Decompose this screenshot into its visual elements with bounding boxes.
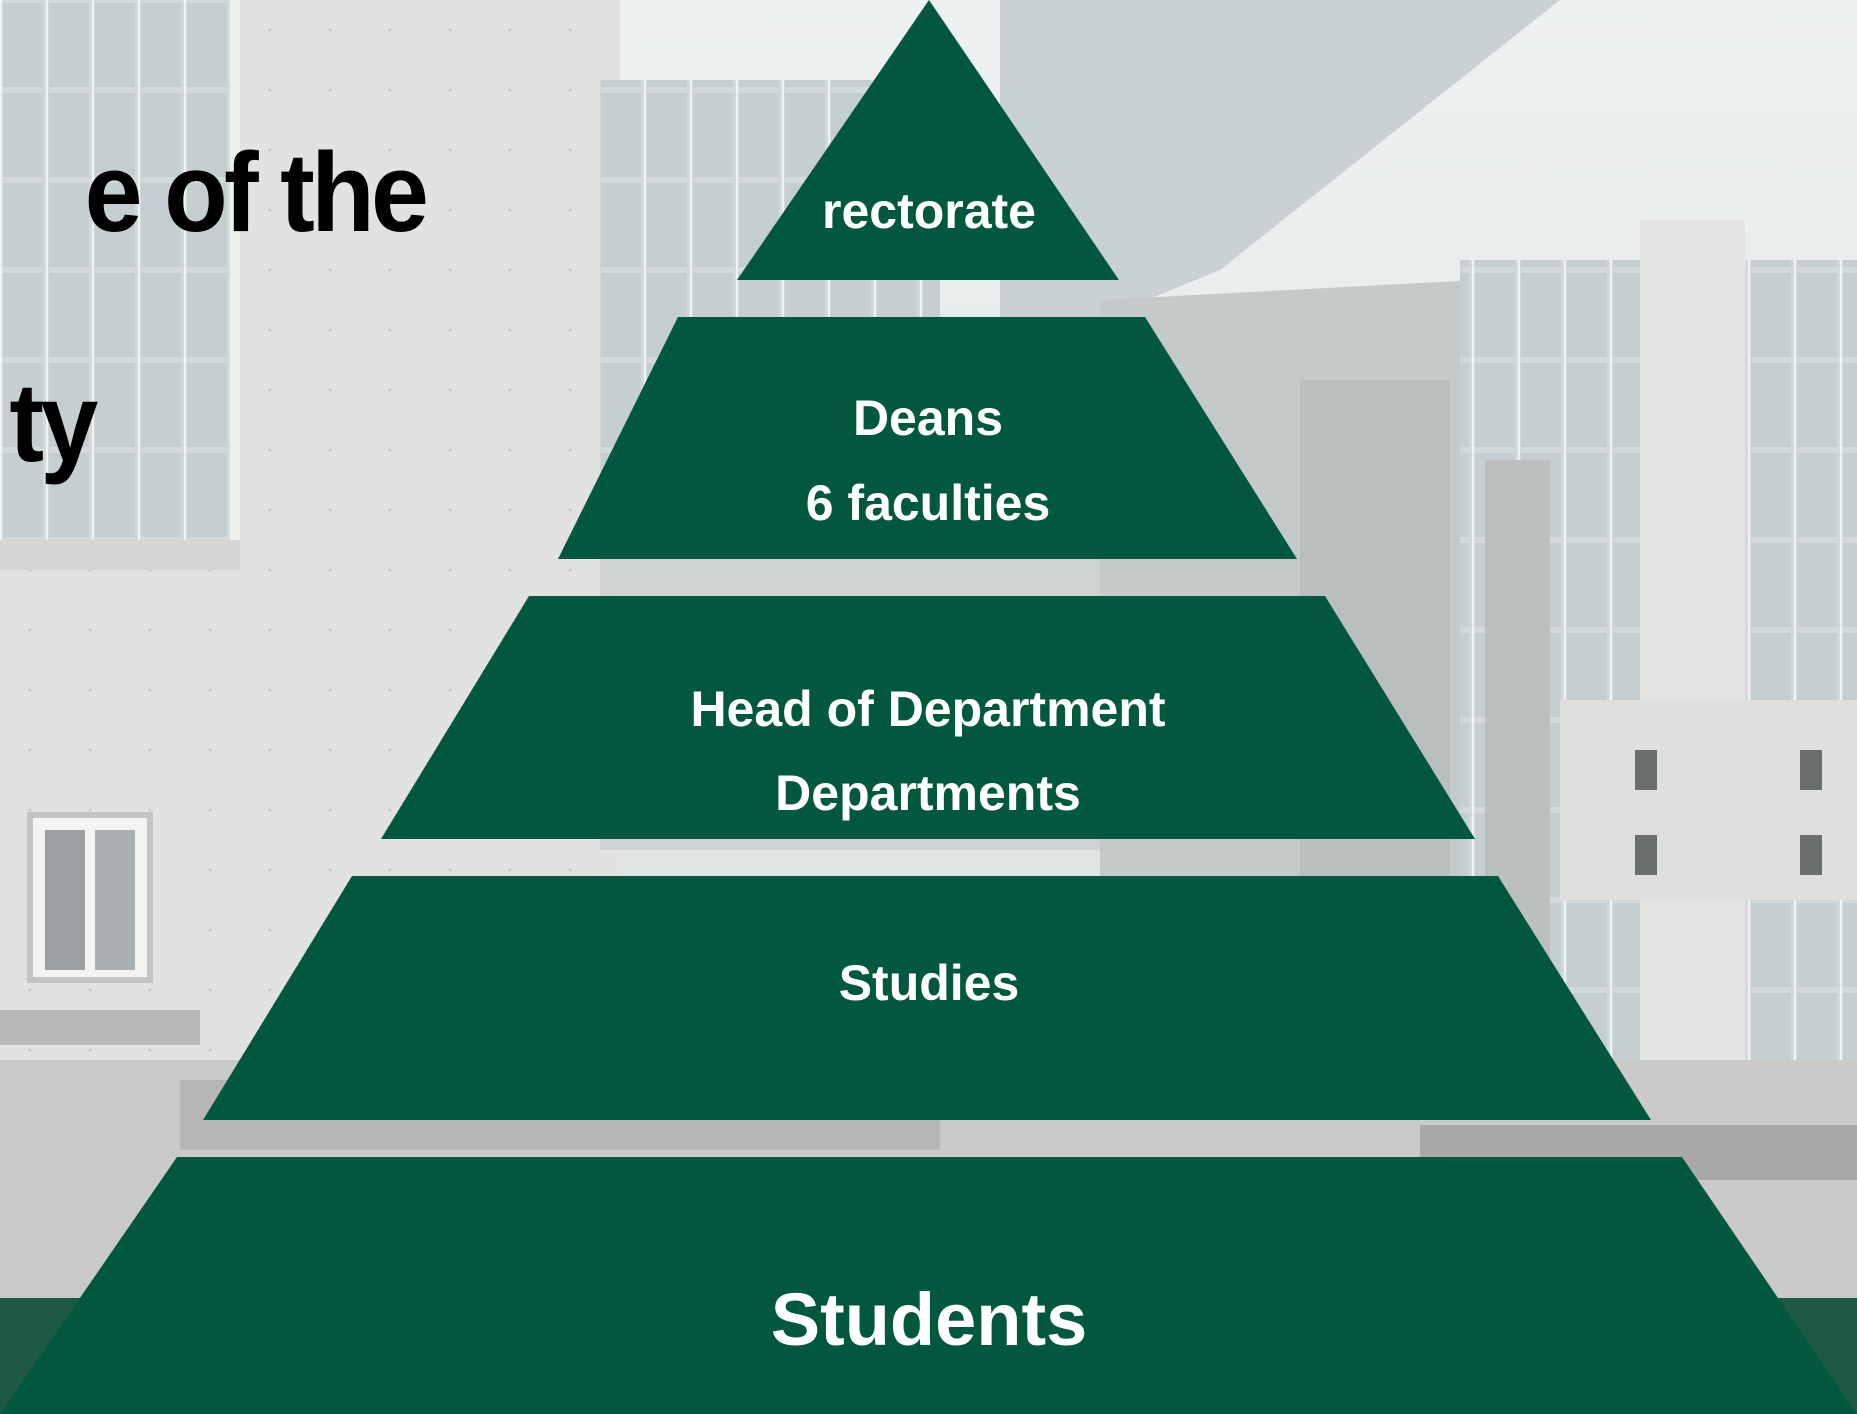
slide-title-line-2: ty bbox=[9, 360, 99, 485]
pyramid-tier-label: Deans bbox=[853, 390, 1003, 446]
pyramid-tier-label: rectorate bbox=[822, 183, 1036, 239]
pyramid-tier-deans: Deans 6 faculties bbox=[558, 317, 1297, 559]
pyramid-tier-students: Students bbox=[0, 1157, 1857, 1414]
pyramid-tier-shape bbox=[203, 876, 1651, 1120]
pyramid-tier-shape bbox=[737, 0, 1119, 280]
pyramid-tier-label: Students bbox=[771, 1278, 1088, 1361]
pyramid-tier-shape bbox=[558, 317, 1297, 559]
pyramid-tier-sublabel: Departments bbox=[775, 765, 1081, 821]
pyramid-tier-sublabel: 6 faculties bbox=[806, 475, 1051, 531]
slide-title-line-1: e of the bbox=[84, 130, 428, 255]
pyramid-tier-shape bbox=[381, 596, 1475, 839]
pyramid-tier-studies: Studies bbox=[203, 876, 1651, 1120]
pyramid-tier-label: Head of Department bbox=[690, 681, 1165, 737]
pyramid-tier-head-of-department: Head of Department Departments bbox=[381, 596, 1475, 839]
pyramid-tier-shape bbox=[0, 1157, 1857, 1414]
pyramid-tier-rectorate: rectorate bbox=[737, 0, 1119, 280]
pyramid-tier-label: Studies bbox=[839, 955, 1020, 1011]
